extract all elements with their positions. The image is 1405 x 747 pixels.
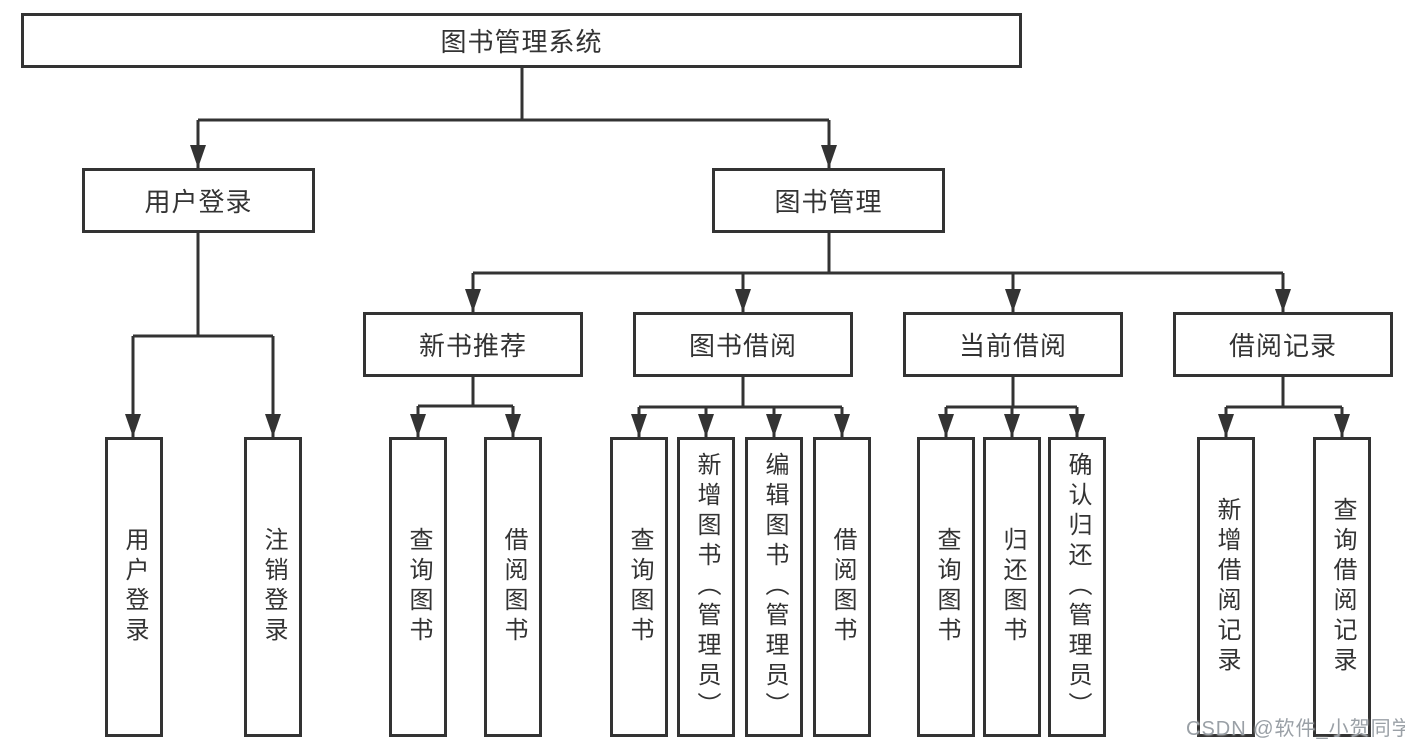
node-label: 编辑图书（管理员） [761,452,788,722]
leaf-user-login: 用户登录 [105,437,163,737]
leaf-borrow-books: 借阅图书 [813,437,871,737]
node-label: 借阅图书 [829,527,856,647]
leaf-query-borrow-record: 查询借阅记录 [1313,437,1371,737]
csdn-watermark: CSDN @软件_小贺同学 [1186,718,1405,740]
node-label: 注销登录 [260,527,287,647]
node-label: 查询借阅记录 [1329,497,1356,677]
node-label: 借阅图书 [500,527,527,647]
node-book-borrowing: 图书借阅 [633,312,853,377]
node-label: 新增借阅记录 [1213,497,1240,677]
node-label: 用户登录 [144,187,253,217]
connector-segments [131,68,1344,437]
node-new-book-recommendation: 新书推荐 [363,312,583,377]
node-label: 图书借阅 [688,331,797,361]
leaf-query-books-borrowing: 查询图书 [610,437,668,737]
node-user-login: 用户登录 [82,168,315,233]
node-label: 当前借阅 [958,331,1067,361]
node-label: 图书管理 [774,187,883,217]
leaf-query-books-recommend: 查询图书 [389,437,447,737]
leaf-add-borrow-record: 新增借阅记录 [1197,437,1255,737]
leaf-borrow-books-recommend: 借阅图书 [484,437,542,737]
leaf-logout: 注销登录 [244,437,302,737]
node-book-management: 图书管理 [712,168,945,233]
node-label: 查询图书 [626,527,653,647]
node-label: 查询图书 [933,527,960,647]
leaf-edit-book-admin: 编辑图书（管理员） [745,437,803,737]
node-label: 借阅记录 [1228,331,1337,361]
node-label: 确认归还（管理员） [1064,452,1091,722]
node-label: 查询图书 [405,527,432,647]
leaf-return-books: 归还图书 [983,437,1041,737]
node-current-borrowing: 当前借阅 [903,312,1123,377]
leaf-query-books-current: 查询图书 [917,437,975,737]
leaf-add-book-admin: 新增图书（管理员） [677,437,735,737]
node-label: 用户登录 [121,527,148,647]
node-library-management-system: 图书管理系统 [21,13,1022,68]
node-label: 归还图书 [999,527,1026,647]
node-label: 新书推荐 [418,331,527,361]
leaf-confirm-return-admin: 确认归还（管理员） [1048,437,1106,737]
arrowheads [125,145,1350,437]
node-label: 图书管理系统 [440,27,603,57]
node-label: 新增图书（管理员） [693,452,720,722]
node-borrowing-records: 借阅记录 [1173,312,1393,377]
